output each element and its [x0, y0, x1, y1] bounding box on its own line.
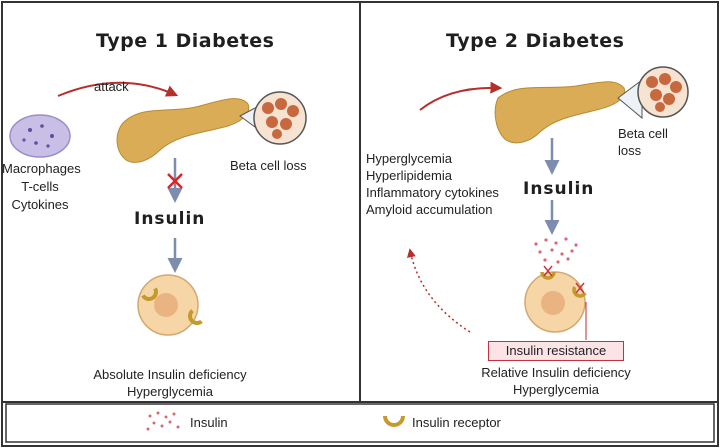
legend-box [5, 403, 715, 443]
type2-insulin-label: Insulin [523, 179, 595, 199]
immune-item: Cytokines [11, 197, 69, 212]
beta-cell-line: loss [618, 143, 642, 158]
beta-cell-line: Beta cell [618, 126, 668, 141]
insulin-receptor-icon [188, 309, 203, 325]
beta-cell-cluster-icon [253, 91, 307, 145]
legend-insulin-dots-icon [146, 411, 180, 431]
beta-cell-loss-label: Beta cell loss [230, 158, 307, 173]
type2-factor-list: Hyperglycemia Hyperlipidemia Inflammator… [366, 150, 499, 218]
type1-outcome: Absolute Insulin deficiency Hyperglycemi… [60, 366, 280, 400]
immune-cells-list: Macrophages T-cells Cytokines [2, 160, 81, 214]
type2-outcome: Relative Insulin deficiency Hyperglycemi… [450, 364, 662, 398]
immune-cell-icon [9, 114, 71, 158]
immune-item: Macrophages [2, 161, 81, 176]
attack-label: attack [94, 79, 129, 94]
stress-arrow-icon [419, 81, 503, 111]
beta-cell-cluster-icon [637, 66, 689, 118]
attack-arrow-icon [57, 81, 179, 97]
block-x-icon [167, 173, 183, 189]
factor-item: Hyperglycemia [366, 151, 452, 166]
outcome-line: Hyperglycemia [513, 382, 599, 397]
factor-item: Hyperlipidemia [366, 168, 452, 183]
pancreas-icon [116, 98, 250, 163]
blocked-receptor-icon [540, 265, 556, 280]
legend-receptor-label: Insulin receptor [412, 415, 501, 430]
legend-insulin-label: Insulin [190, 415, 228, 430]
insulin-receptor-icon [141, 287, 158, 301]
legend-receptor-icon [383, 415, 405, 427]
type2-title: Type 2 Diabetes [446, 30, 625, 52]
factor-item: Amyloid accumulation [366, 202, 493, 217]
outcome-line: Hyperglycemia [127, 384, 213, 399]
immune-item: T-cells [21, 179, 59, 194]
type1-title: Type 1 Diabetes [96, 30, 275, 52]
insulin-resistance-box: Insulin resistance [488, 341, 624, 361]
factor-item: Inflammatory cytokines [366, 185, 499, 200]
target-cell-icon [524, 271, 586, 333]
outcome-line: Relative Insulin deficiency [481, 365, 631, 380]
feedback-arrow-icon [407, 248, 471, 333]
pancreas-icon [494, 81, 626, 144]
type2-beta-cell-label: Beta cell loss [618, 125, 668, 159]
outcome-line: Absolute Insulin deficiency [93, 367, 247, 382]
type1-insulin-label: Insulin [134, 209, 206, 229]
blocked-receptor-icon [572, 282, 587, 298]
target-cell-icon [137, 274, 199, 336]
insulin-dots [534, 237, 578, 264]
